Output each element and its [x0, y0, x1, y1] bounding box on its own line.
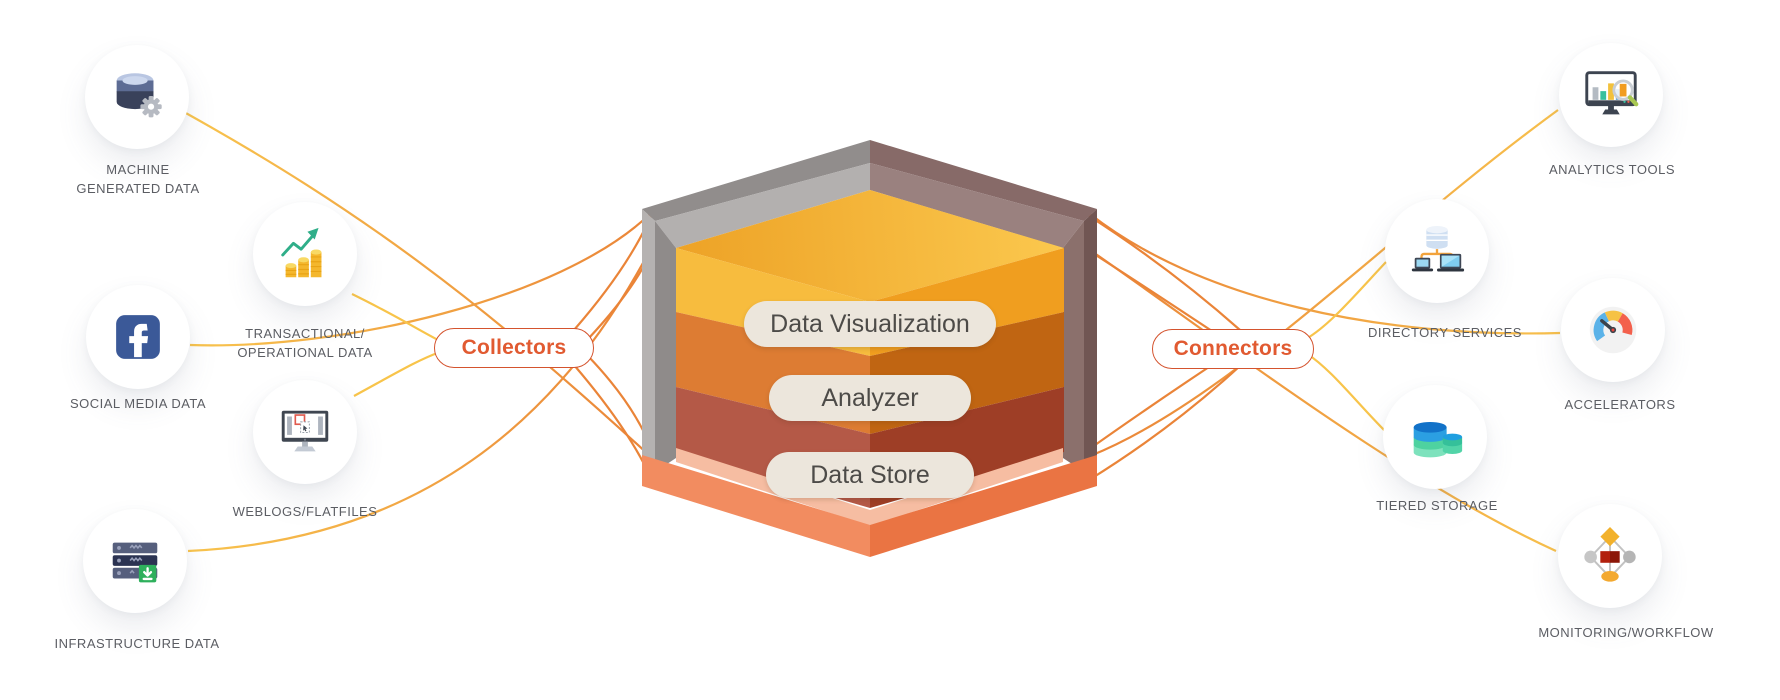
database-laptops-network-icon — [1411, 226, 1465, 272]
source-label-transactional-operational-data: TRANSACTIONAL/ OPERATIONAL DATA — [237, 326, 373, 360]
destination-label-analytics-tools: ANALYTICS TOOLS — [1549, 162, 1675, 177]
destination-label-directory-services: DIRECTORY SERVICES — [1368, 325, 1522, 340]
node-circle — [83, 509, 187, 613]
source-node-social-media-data — [86, 285, 190, 389]
stacked-disks-icon — [1413, 421, 1463, 458]
destination-node-accelerators — [1561, 278, 1665, 382]
layer-pill-analyzer: Analyzer — [769, 375, 971, 421]
destination-node-tiered-storage — [1383, 385, 1487, 489]
gauge-icon — [1589, 306, 1637, 354]
connectors-hub: Connectors — [1152, 329, 1314, 369]
server-stack-download-icon — [112, 542, 158, 583]
database-gear-icon — [116, 73, 162, 118]
destination-node-monitoring-workflow — [1558, 504, 1662, 608]
source-label-social-media-data: SOCIAL MEDIA DATA — [69, 396, 207, 411]
destination-node-analytics-tools — [1559, 43, 1663, 147]
node-circle — [253, 380, 357, 484]
source-label-infrastructure-data: INFRASTRUCTURE DATA — [54, 636, 220, 651]
source-node-transactional-operational-data — [253, 202, 357, 306]
node-circle — [1383, 385, 1487, 489]
node-circle — [253, 202, 357, 306]
source-node-machine-generated-data — [85, 45, 189, 149]
source-label-machine-generated-data: MACHINE GENERATED DATA — [76, 162, 200, 196]
monitor-files-icon — [281, 410, 329, 452]
destination-node-directory-services — [1385, 199, 1489, 303]
source-label-weblogs-flatfiles: WEBLOGS/FLATFILES — [232, 504, 378, 519]
node-circle — [1558, 504, 1662, 608]
source-node-weblogs-flatfiles — [253, 380, 357, 484]
source-node-infrastructure-data — [83, 509, 187, 613]
facebook-icon — [116, 315, 160, 359]
collectors-hub: Collectors — [434, 328, 594, 368]
node-circle — [86, 285, 190, 389]
monitor-chart-magnifier-icon — [1585, 71, 1639, 115]
layer-pill-data-store: Data Store — [766, 452, 974, 498]
destination-label-monitoring-workflow: MONITORING/WORKFLOW — [1538, 625, 1714, 640]
workflow-diamond-icon — [1584, 527, 1636, 582]
destination-label-accelerators: ACCELERATORS — [1564, 397, 1676, 412]
node-circle — [1561, 278, 1665, 382]
node-circle — [1385, 199, 1489, 303]
connection-lines — [183, 109, 1561, 553]
node-circle — [85, 45, 189, 149]
layer-pill-data-visualization: Data Visualization — [744, 301, 996, 347]
coins-growth-icon — [281, 227, 322, 278]
node-circle — [1559, 43, 1663, 147]
destination-label-tiered-storage: TIERED STORAGE — [1376, 498, 1498, 513]
